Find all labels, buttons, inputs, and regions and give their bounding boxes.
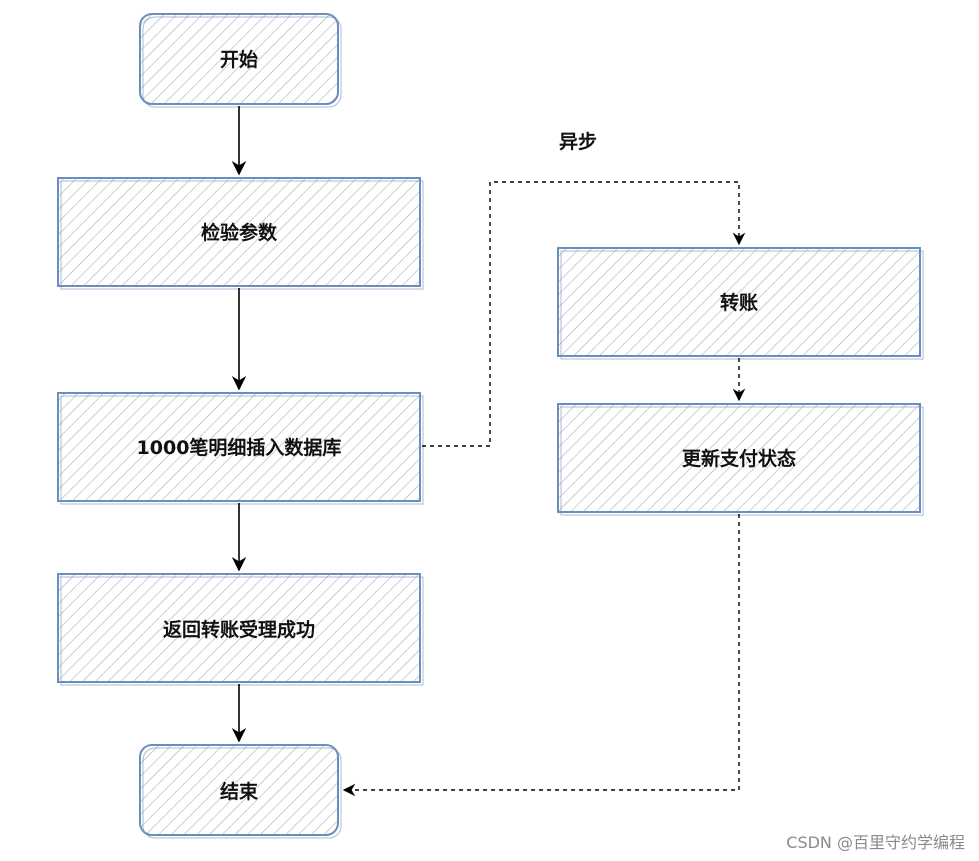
edge-insert-to-transfer — [422, 181, 746, 447]
node-validate[interactable]: 检验参数 — [57, 177, 424, 290]
node-update-status[interactable]: 更新支付状态 — [557, 403, 924, 516]
node-return-success-label: 返回转账受理成功 — [163, 618, 315, 641]
node-validate-label: 检验参数 — [201, 221, 278, 244]
node-end-label: 结束 — [220, 780, 259, 803]
node-start[interactable]: 开始 — [139, 13, 342, 108]
node-insert-label: 1000笔明细插入数据库 — [137, 436, 342, 459]
node-return-success[interactable]: 返回转账受理成功 — [57, 573, 424, 686]
node-insert[interactable]: 1000笔明细插入数据库 — [57, 392, 424, 505]
edge-label-async: 异步 — [559, 131, 597, 153]
node-transfer-label: 转账 — [720, 291, 758, 314]
node-update-status-label: 更新支付状态 — [682, 447, 796, 470]
node-start-label: 开始 — [220, 48, 258, 71]
node-end[interactable]: 结束 — [139, 744, 342, 839]
edge-update-to-end — [342, 514, 740, 797]
watermark: CSDN @百里守约学编程 — [786, 833, 965, 852]
node-transfer[interactable]: 转账 — [557, 247, 924, 360]
